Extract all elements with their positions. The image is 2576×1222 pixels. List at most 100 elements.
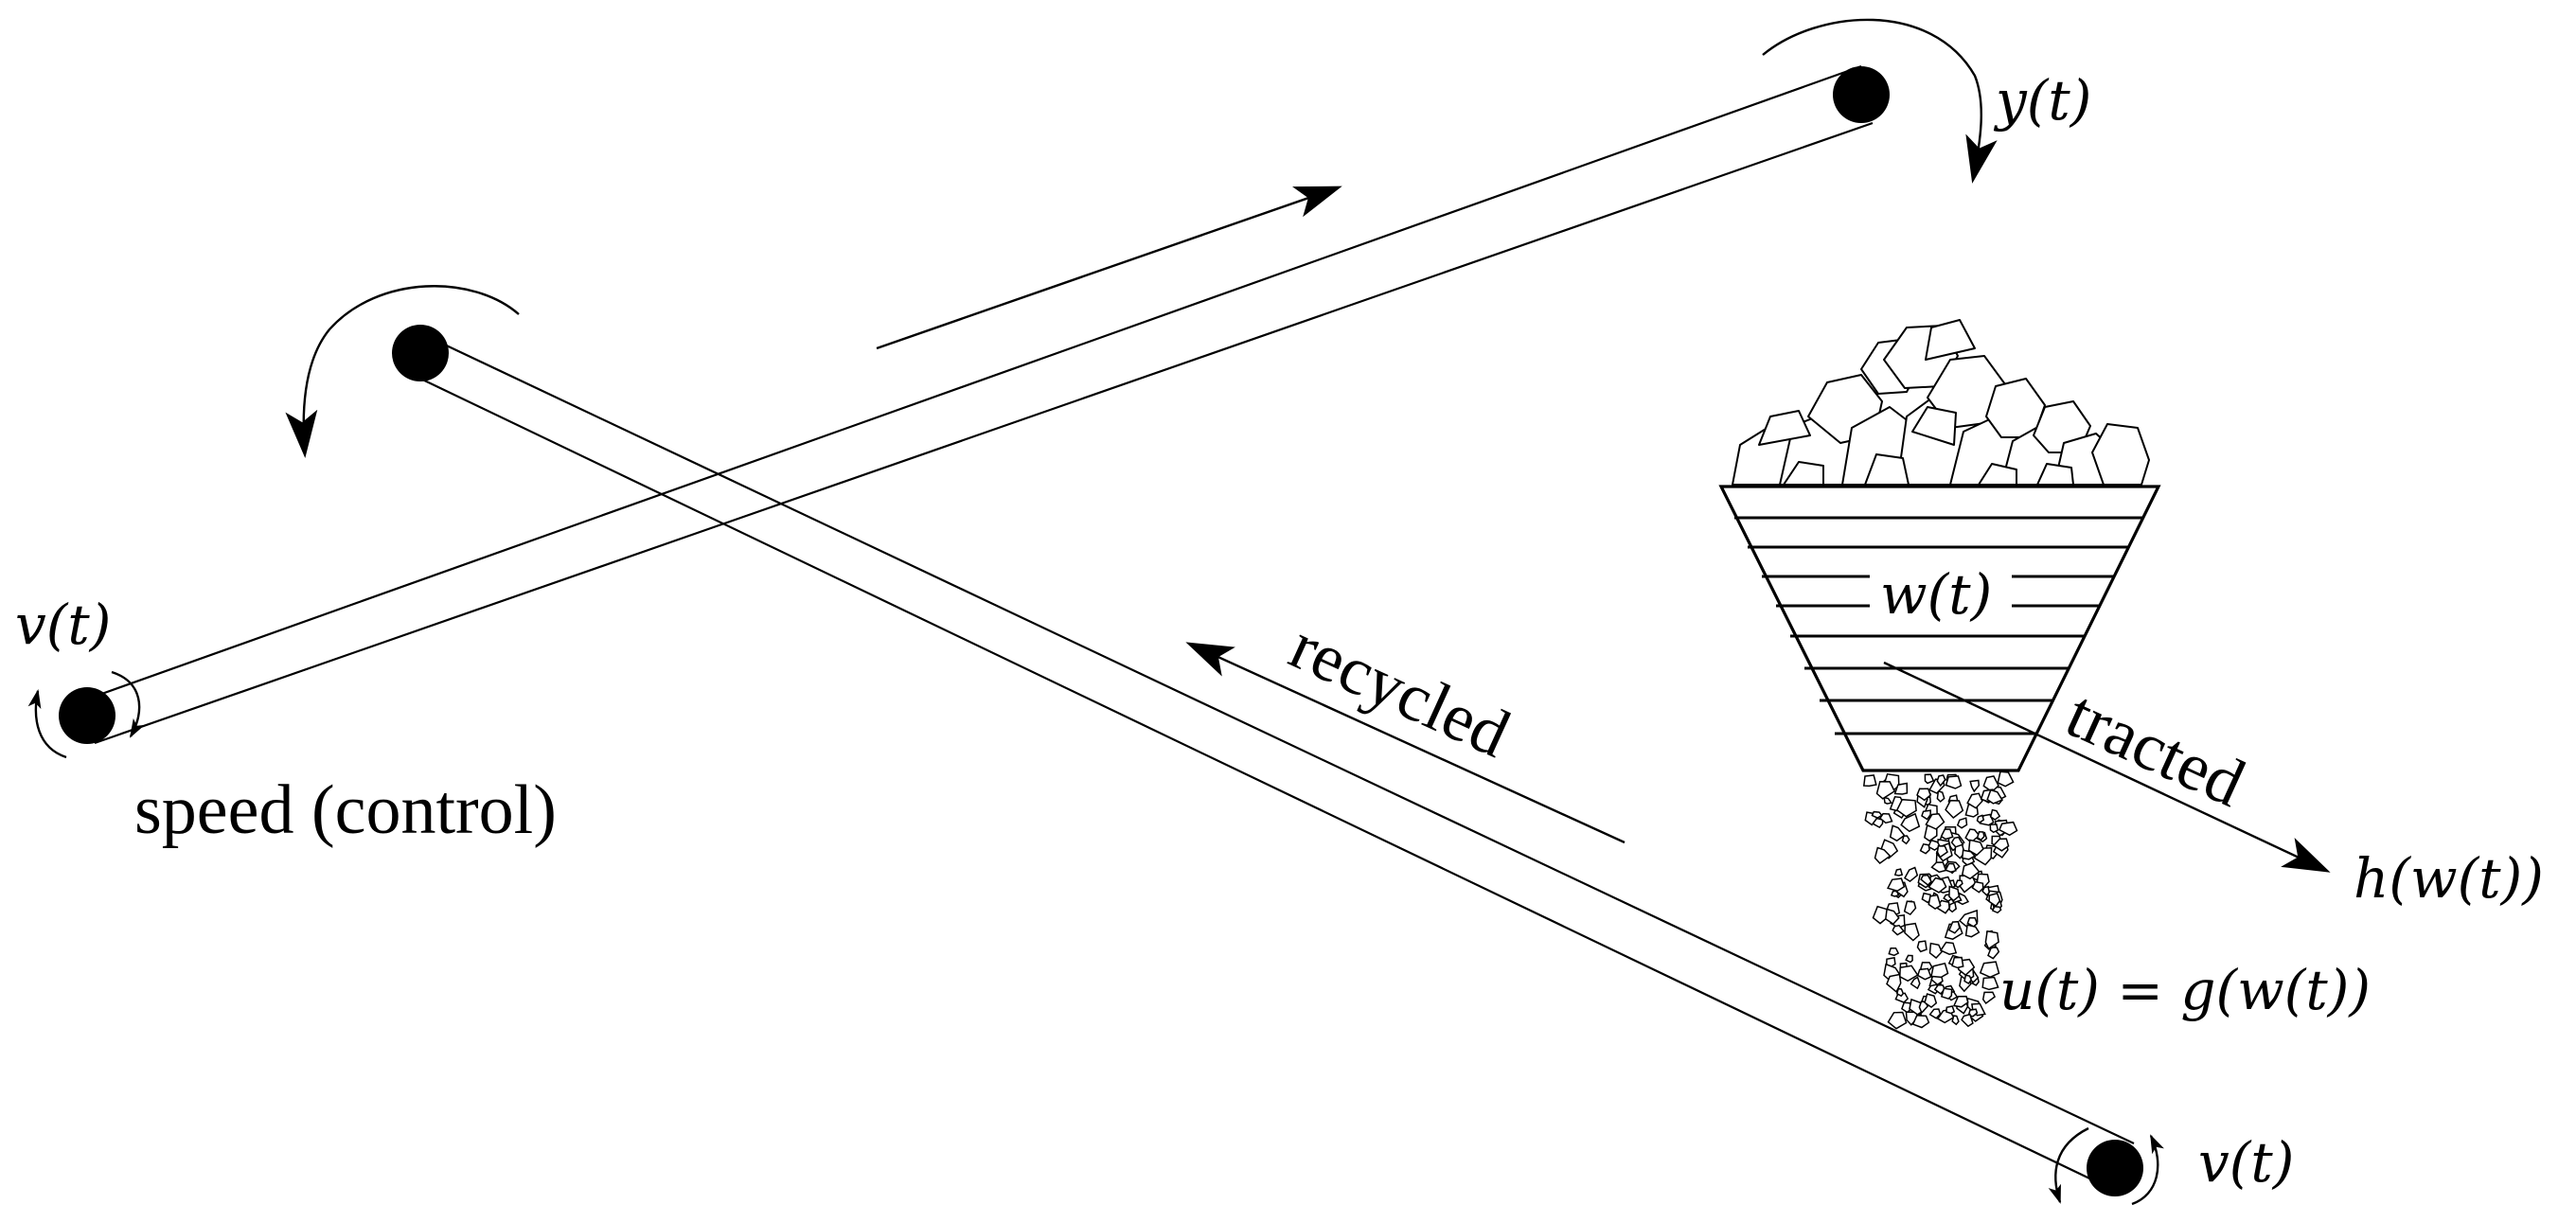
particle <box>1904 922 1920 942</box>
particle <box>1928 942 1944 960</box>
particle <box>1893 782 1909 795</box>
particle <box>1928 1008 1942 1019</box>
tracted-flow-arrow <box>1883 661 2331 873</box>
particle <box>1887 1011 1908 1030</box>
label-v-left: v(t) <box>15 593 111 657</box>
particle <box>1945 775 1963 789</box>
upper-conveyor-belt <box>82 64 1874 745</box>
particle <box>1956 817 1968 829</box>
particle <box>1930 962 1949 979</box>
particle <box>1981 976 1999 991</box>
particle <box>1940 828 1954 841</box>
label-v-bottom: v(t) <box>2198 1130 2294 1195</box>
particle <box>1910 976 1921 990</box>
particle <box>1961 861 1981 880</box>
hopper <box>1718 485 2161 772</box>
particle <box>1916 967 1932 981</box>
particle <box>1862 774 1877 788</box>
particle <box>1903 900 1917 916</box>
particle <box>1966 792 1983 809</box>
particle <box>1895 987 1905 998</box>
particle <box>1933 983 1945 996</box>
particle <box>1948 901 1958 913</box>
particle <box>1947 920 1961 934</box>
rotation-arrow-top-left <box>285 285 520 458</box>
rotation-arrow-bottom-left-ccw <box>27 689 67 759</box>
particle <box>1945 799 1964 820</box>
particle <box>1884 908 1900 926</box>
particle <box>1889 824 1906 842</box>
rotation-arrow-bottom-right-ccw <box>2048 1126 2089 1204</box>
particle <box>1984 930 1999 950</box>
particle <box>1871 810 1883 819</box>
particle <box>1936 774 1946 788</box>
particle <box>1921 809 1931 821</box>
particle <box>1928 839 1942 851</box>
particle <box>1969 779 1981 793</box>
particle <box>1951 1015 1960 1026</box>
particle <box>1930 861 1947 874</box>
particle <box>1924 993 1938 1009</box>
particle <box>1950 836 1964 848</box>
particle <box>1991 906 2002 914</box>
particle <box>1951 956 1964 969</box>
particle <box>1916 788 1931 802</box>
particle <box>1963 974 1973 984</box>
rotation-arrow-bottom-left-cw <box>111 670 146 738</box>
particle <box>1894 992 1910 1003</box>
particle <box>1904 866 1919 883</box>
label-speed-control: speed (control) <box>134 771 557 849</box>
particle <box>1981 991 1997 1005</box>
particle <box>1936 789 1945 803</box>
recycled-flow-arrow <box>1185 642 1626 844</box>
particle <box>1939 941 1958 955</box>
particle <box>1945 1005 1956 1015</box>
rock-pile <box>1732 319 2150 486</box>
particle <box>1875 780 1896 800</box>
roller-bottom-right <box>2087 1140 2143 1196</box>
hopper-stripes <box>1734 516 2143 735</box>
particle <box>1928 894 1942 910</box>
particle <box>1919 842 1930 855</box>
particle <box>1940 987 1953 1001</box>
particle <box>1997 770 2015 788</box>
particle <box>1900 812 1921 833</box>
particle <box>1964 924 1981 938</box>
roller-top-right <box>1833 66 1890 123</box>
particle <box>1992 838 2010 852</box>
roller-top-left <box>392 325 449 381</box>
particle <box>1916 940 1928 953</box>
particle <box>1948 885 1961 902</box>
particle <box>1954 879 1963 889</box>
particle <box>1987 946 2000 960</box>
rotation-arrow-bottom-right-cw <box>2131 1134 2164 1206</box>
particle <box>1874 846 1892 864</box>
roller-bottom-left <box>59 687 115 744</box>
particle <box>1883 796 1893 805</box>
particle <box>1971 880 1984 894</box>
particle <box>1936 845 1948 859</box>
label-h-out: h(w(t)) <box>2354 846 2544 911</box>
particle <box>1998 821 2018 837</box>
particle <box>1976 814 1985 824</box>
particle <box>1989 824 1999 834</box>
particle <box>1976 831 1985 841</box>
particle <box>1952 995 1969 1008</box>
particle <box>1895 798 1917 818</box>
particle <box>1924 773 1935 785</box>
particle <box>1920 874 1932 887</box>
particle <box>1899 965 1919 983</box>
label-y-top: y(t) <box>1993 68 2091 133</box>
particle <box>1925 813 1945 830</box>
particle <box>1887 877 1906 893</box>
label-u-equation: u(t) = g(w(t)) <box>1999 958 2371 1022</box>
falling-particles <box>1862 770 2018 1030</box>
particle <box>1989 808 2001 821</box>
rotation-arrow-top-right <box>1762 18 1998 184</box>
particle <box>1986 788 2004 805</box>
particle <box>1901 835 1910 845</box>
particle <box>1888 947 1900 957</box>
particle <box>1911 1014 1930 1029</box>
particle <box>1892 924 1905 936</box>
